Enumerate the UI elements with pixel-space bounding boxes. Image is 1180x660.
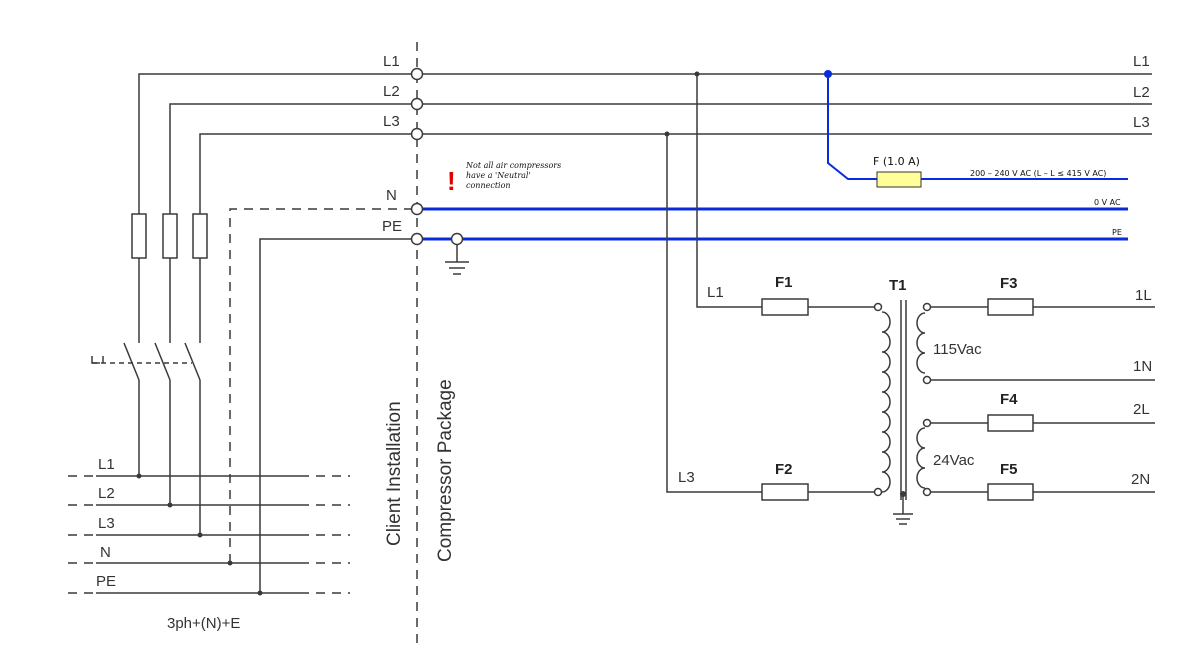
supply-caption: 3ph+(N)+E	[167, 615, 240, 632]
supply-label-l2: L2	[98, 485, 115, 502]
pe-out-label: PE	[1112, 228, 1122, 237]
t1-in-label-l3: L3	[678, 469, 695, 486]
junction-supply-l2	[167, 502, 173, 508]
wire-n-left	[229, 208, 411, 563]
fuse-f3-label: F3	[1000, 275, 1018, 292]
fuse-f1-label: F1	[775, 274, 793, 291]
fuse-f4	[987, 414, 1034, 432]
terminal-n	[410, 202, 424, 216]
left-label-pe: PE	[382, 218, 402, 235]
isolator-switch	[91, 325, 208, 385]
secondary-2-voltage: 24Vac	[933, 452, 975, 469]
junction-supply-n	[227, 560, 233, 566]
wire-pe-left	[259, 238, 411, 593]
out-label-2n: 2N	[1131, 471, 1150, 488]
supply-label-l3: L3	[98, 515, 115, 532]
fuse-f2	[761, 483, 809, 501]
wire-t1-l1	[696, 74, 762, 308]
left-label-l3: L3	[383, 113, 400, 130]
warning-line-3: connection	[466, 181, 511, 190]
fuse-f2-label: F2	[775, 461, 793, 478]
junction-supply-l3	[197, 532, 203, 538]
left-label-l2: L2	[383, 83, 400, 100]
fuse-f5	[987, 483, 1034, 501]
right-label-l1: L1	[1133, 53, 1150, 70]
warning-line-1: Not all air compressors	[465, 161, 561, 170]
supply-fuse-l3	[192, 213, 208, 259]
out-label-2l: 2L	[1133, 401, 1150, 418]
exclamation-icon: !	[447, 166, 456, 196]
wire-l3-left	[199, 133, 411, 535]
terminal-l2	[410, 97, 424, 111]
out-label-1n: 1N	[1133, 358, 1152, 375]
wire-t1-l3	[666, 134, 762, 493]
control-supply-wire	[827, 74, 877, 180]
fuse-f3	[987, 298, 1034, 316]
right-label-l2: L2	[1133, 84, 1150, 101]
supply-label-l1: L1	[98, 456, 115, 473]
supply-label-n: N	[100, 544, 111, 561]
terminal-pe	[410, 232, 424, 246]
control-fuse	[876, 171, 922, 188]
control-fuse-label: F (1.0 A)	[873, 155, 920, 168]
transformer-label: T1	[889, 277, 907, 294]
terminal-l3	[410, 127, 424, 141]
fuse-f1	[761, 298, 809, 316]
neutral-out-label: 0 V AC	[1094, 198, 1121, 207]
right-label-l3: L3	[1133, 114, 1150, 131]
transformer-t1	[873, 300, 932, 525]
left-label-n: N	[386, 187, 397, 204]
control-voltage-label: 200 – 240 V AC (L – L ≤ 415 V AC)	[970, 169, 1106, 178]
control-tap-dot	[824, 70, 832, 78]
junction-supply-pe	[257, 590, 263, 596]
left-label-l1: L1	[383, 53, 400, 70]
warning-line-2: have a 'Neutral'	[466, 171, 531, 180]
secondary-1-voltage: 115Vac	[933, 341, 982, 358]
earth-ground-icon	[445, 232, 469, 275]
fuse-f4-label: F4	[1000, 391, 1018, 408]
supply-fuse-l2	[162, 213, 178, 259]
terminal-l1	[410, 67, 424, 81]
wire-l2-left	[169, 103, 411, 505]
junction-supply-l1	[136, 473, 142, 479]
supply-fuse-l1	[131, 213, 147, 259]
client-installation-label: Client Installation	[384, 401, 405, 546]
fuse-f5-label: F5	[1000, 461, 1018, 478]
compressor-package-label: Compressor Package	[435, 379, 456, 562]
out-label-1l: 1L	[1135, 287, 1152, 304]
supply-label-pe: PE	[96, 573, 116, 590]
t1-in-label-l1: L1	[707, 284, 724, 301]
